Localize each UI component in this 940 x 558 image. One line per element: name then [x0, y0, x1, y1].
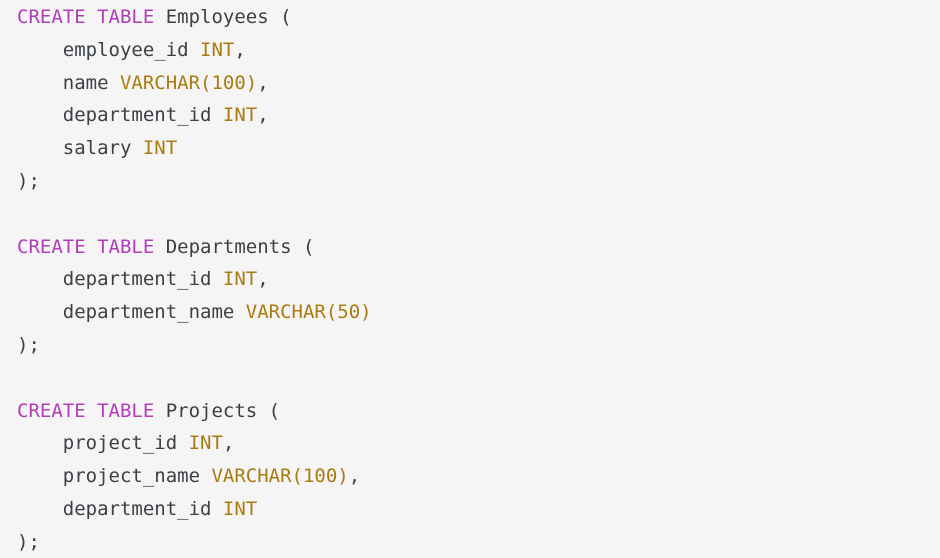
- code-token-type: INT: [142, 137, 178, 160]
- code-token-type: VARCHAR(100): [119, 71, 258, 94]
- code-token-plain: department_id: [17, 497, 223, 520]
- code-token-type: INT: [222, 104, 258, 127]
- code-line: project_name VARCHAR(100),: [17, 460, 940, 493]
- code-token-plain: Employees (: [154, 6, 292, 28]
- code-token-plain: name: [17, 71, 120, 94]
- code-token-keyword: CREATE TABLE: [17, 235, 155, 258]
- code-line: [17, 198, 940, 231]
- code-line: department_name VARCHAR(50): [17, 296, 940, 329]
- code-line: CREATE TABLE Employees (: [17, 1, 940, 34]
- code-token-plain: department_name: [17, 301, 246, 324]
- code-line: project_id INT,: [17, 427, 940, 460]
- code-line: salary INT: [17, 132, 940, 165]
- code-token-plain: ,: [257, 268, 269, 291]
- code-token-plain: department_id: [17, 104, 223, 127]
- code-line: department_id INT,: [17, 263, 940, 296]
- code-token-plain: employee_id: [17, 38, 201, 61]
- code-token-type: INT: [200, 38, 235, 61]
- code-line: employee_id INT,: [17, 34, 940, 67]
- code-token-plain: );: [17, 333, 40, 356]
- code-token-plain: Projects (: [154, 399, 281, 422]
- code-token-type: INT: [222, 497, 258, 520]
- code-token-plain: );: [17, 530, 40, 553]
- code-line: );: [17, 329, 940, 362]
- code-token-plain: ,: [257, 104, 269, 127]
- code-token-plain: project_name: [17, 465, 212, 488]
- code-token-plain: ,: [234, 38, 246, 61]
- code-token-plain: project_id: [17, 432, 189, 455]
- code-token-keyword: CREATE TABLE: [17, 6, 155, 28]
- code-token-type: VARCHAR(100): [211, 465, 349, 488]
- code-line: [17, 362, 940, 395]
- code-line: );: [17, 526, 940, 558]
- code-token-keyword: CREATE TABLE: [17, 399, 155, 422]
- code-token-plain: );: [17, 169, 40, 192]
- code-token-plain: department_id: [17, 268, 223, 291]
- code-token-plain: ,: [348, 465, 361, 488]
- code-token-plain: salary: [17, 137, 143, 160]
- code-token-plain: Departments (: [154, 235, 315, 258]
- code-token-type: INT: [188, 432, 223, 455]
- code-token-type: INT: [222, 268, 258, 291]
- code-line: CREATE TABLE Departments (: [17, 231, 940, 264]
- code-token-plain: ,: [222, 432, 235, 455]
- code-line: CREATE TABLE Projects (: [17, 395, 940, 428]
- code-line: name VARCHAR(100),: [17, 67, 940, 100]
- code-line: department_id INT,: [17, 99, 940, 132]
- code-line: );: [17, 165, 940, 198]
- code-token-type: VARCHAR(50): [245, 301, 372, 324]
- code-line: department_id INT: [17, 493, 940, 526]
- code-token-plain: ,: [257, 71, 269, 94]
